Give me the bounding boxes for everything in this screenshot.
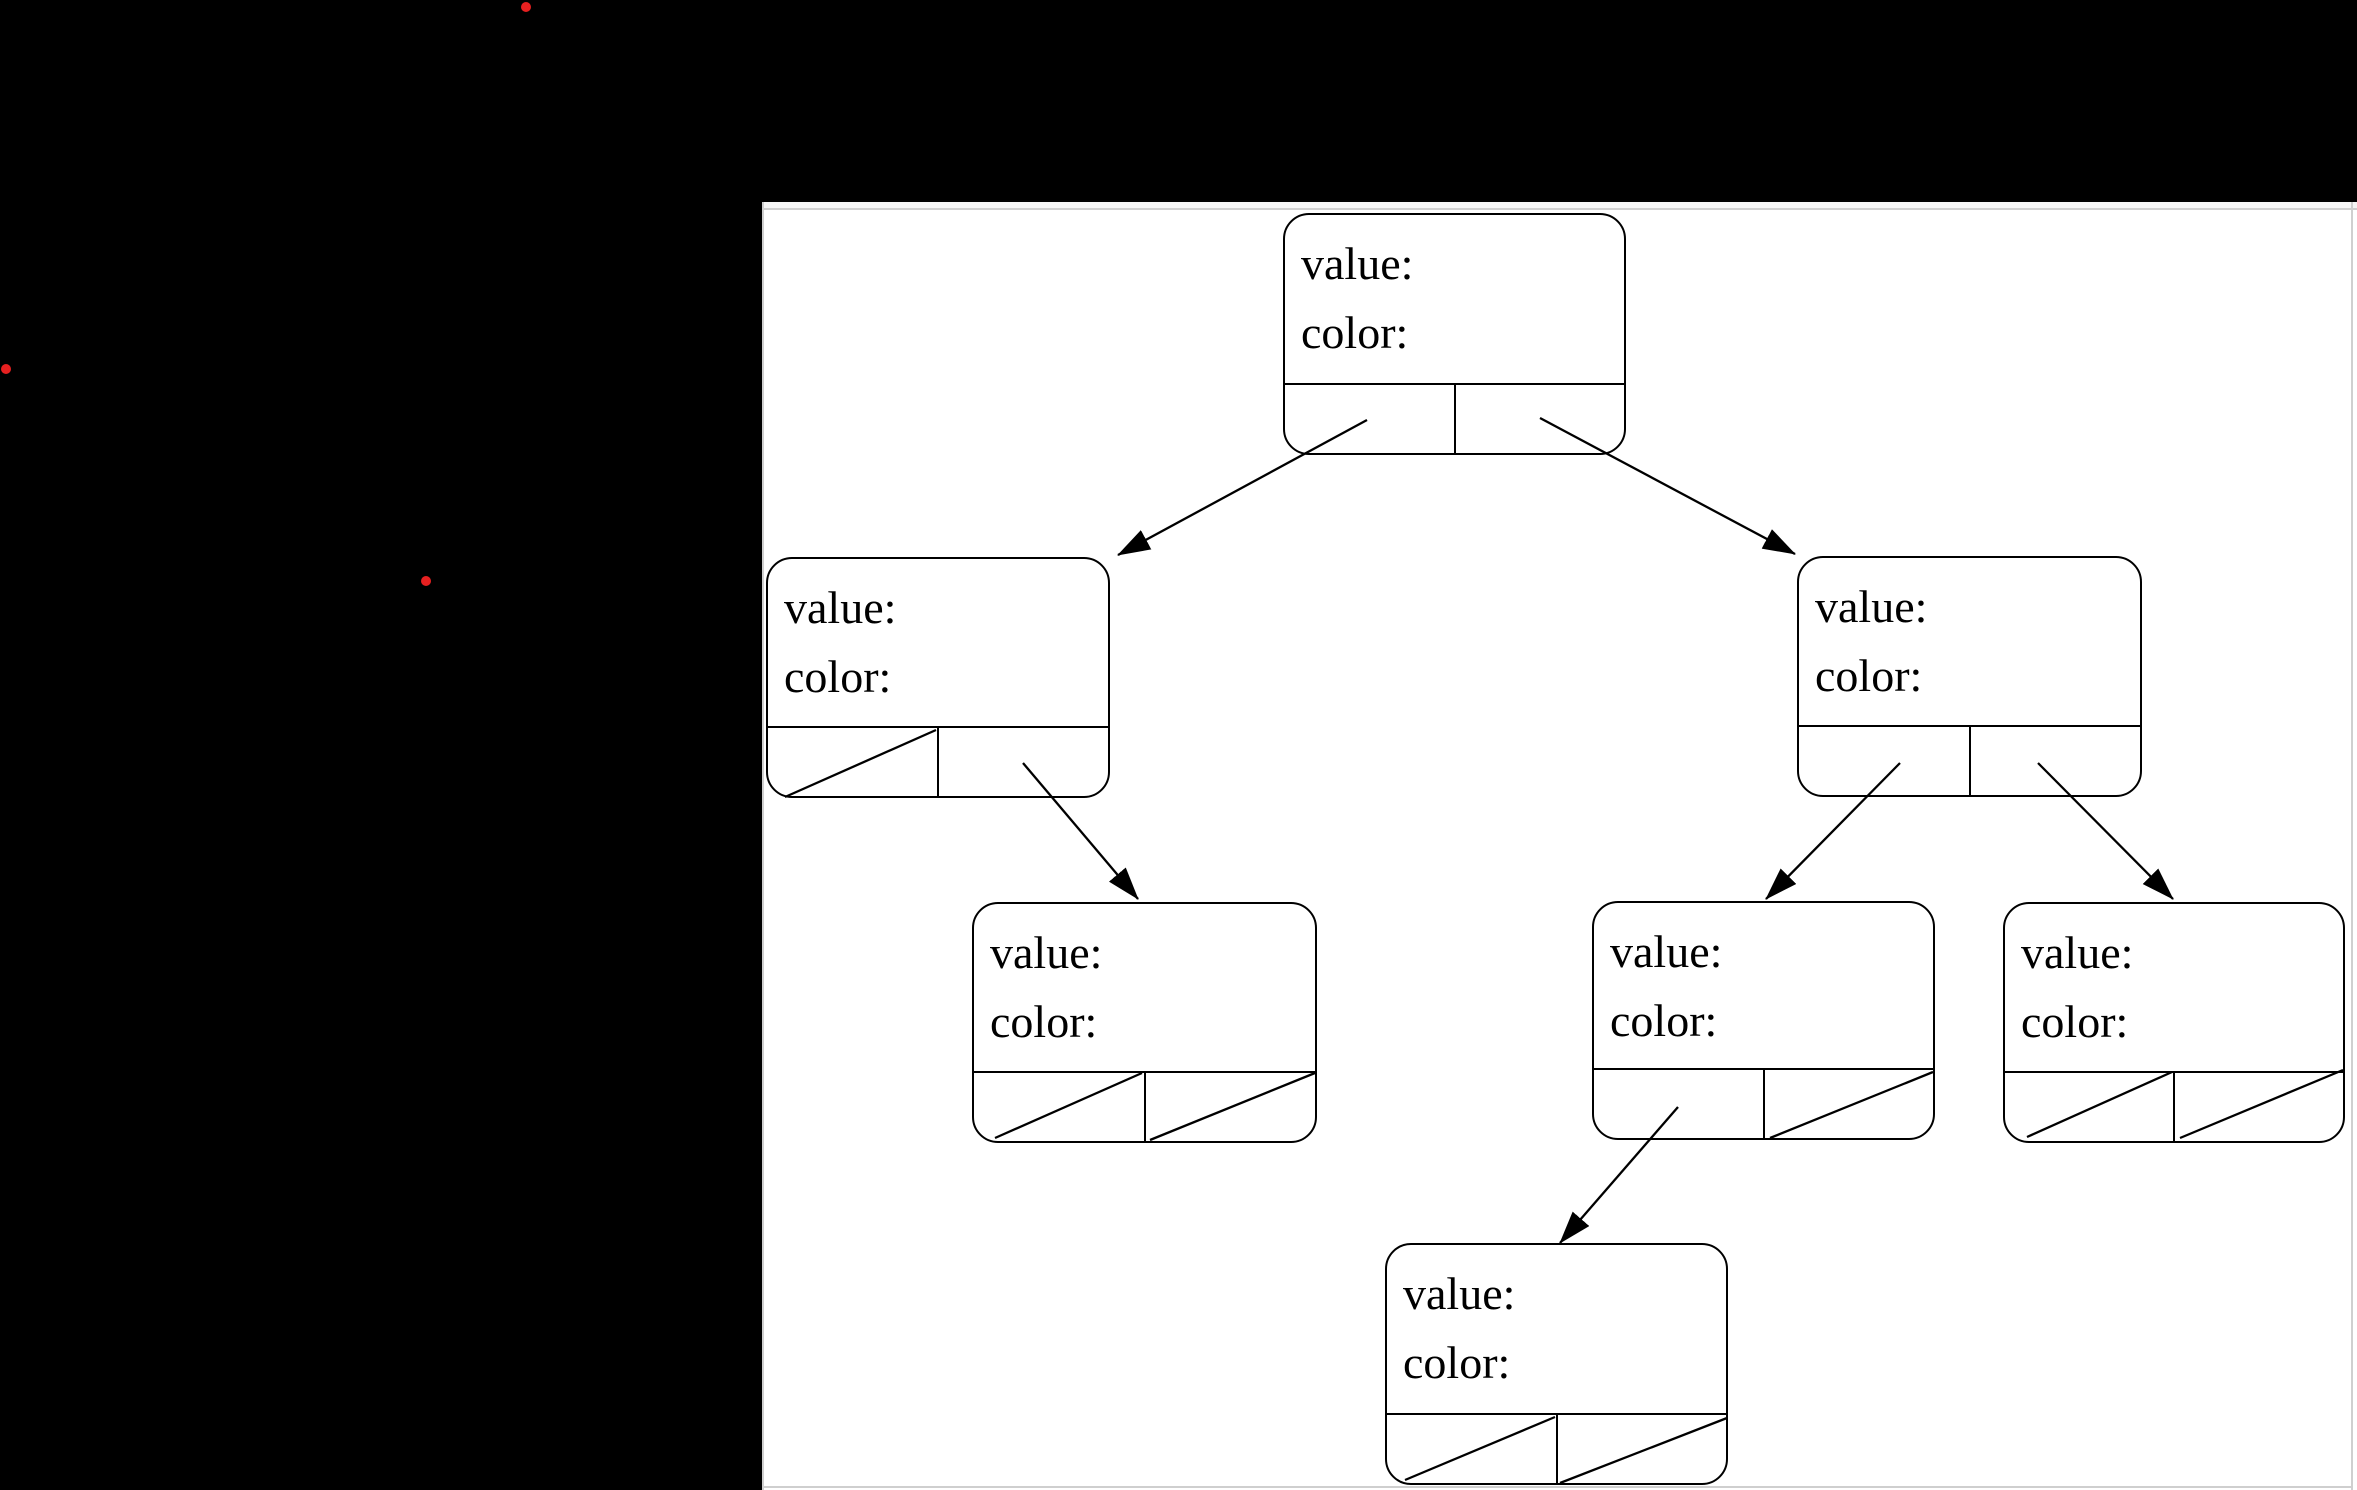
right-pointer-cell — [1456, 385, 1625, 453]
panel-border-right — [2351, 202, 2353, 1490]
color-label: color: — [2021, 996, 2129, 1047]
red-dot-3 — [421, 576, 431, 586]
right-pointer-cell — [1971, 727, 2141, 795]
node-fields: value: color: — [974, 904, 1315, 1071]
pointer-row — [1594, 1068, 1933, 1138]
left-pointer-cell — [1799, 727, 1971, 795]
left-pointer-cell — [1285, 385, 1456, 453]
pointer-row — [974, 1071, 1315, 1141]
left-pointer-cell — [1594, 1070, 1765, 1138]
node-fields: value: color: — [768, 559, 1108, 726]
value-label: value: — [784, 582, 897, 633]
color-label: color: — [1610, 995, 1718, 1046]
color-label: color: — [1301, 307, 1409, 358]
pointer-row — [2005, 1071, 2343, 1141]
right-pointer-cell — [1146, 1073, 1316, 1141]
tree-node-root-right: value: color: — [1797, 556, 2142, 797]
value-label: value: — [1301, 238, 1414, 289]
right-pointer-cell — [1558, 1415, 1727, 1483]
pointer-row — [768, 726, 1108, 796]
right-pointer-cell — [2175, 1073, 2343, 1141]
pointer-row — [1387, 1413, 1726, 1483]
node-fields: value: color: — [1285, 215, 1624, 383]
color-label: color: — [784, 651, 892, 702]
tree-node-root-right-left: value: color: — [1592, 901, 1935, 1140]
tree-node-root-right-left-left: value: color: — [1385, 1243, 1728, 1485]
tree-node-root-right-right: value: color: — [2003, 902, 2345, 1143]
color-label: color: — [990, 996, 1098, 1047]
tree-node-root: value: color: — [1283, 213, 1626, 455]
value-label: value: — [990, 927, 1103, 978]
color-label: color: — [1403, 1337, 1511, 1388]
value-label: value: — [1610, 926, 1723, 977]
node-fields: value: color: — [1799, 558, 2140, 725]
right-pointer-cell — [1765, 1070, 1934, 1138]
value-label: value: — [2021, 927, 2134, 978]
left-pointer-cell — [2005, 1073, 2175, 1141]
tree-node-root-left: value: color: — [766, 557, 1110, 798]
pointer-row — [1799, 725, 2140, 795]
node-fields: value: color: — [1387, 1245, 1726, 1413]
left-pointer-cell — [768, 728, 939, 796]
color-label: color: — [1815, 650, 1923, 701]
pointer-row — [1285, 383, 1624, 453]
tree-node-root-left-right: value: color: — [972, 902, 1317, 1143]
left-pointer-cell — [1387, 1415, 1558, 1483]
node-fields: value: color: — [1594, 903, 1933, 1068]
value-label: value: — [1403, 1268, 1516, 1319]
node-fields: value: color: — [2005, 904, 2343, 1071]
panel-border-left — [762, 202, 764, 1490]
document-panel-top-strip — [762, 202, 2357, 210]
red-dot-1 — [521, 2, 531, 12]
red-dot-2 — [1, 364, 11, 374]
left-pointer-cell — [974, 1073, 1146, 1141]
value-label: value: — [1815, 581, 1928, 632]
panel-border-bottom — [762, 1486, 2353, 1488]
right-pointer-cell — [939, 728, 1108, 796]
